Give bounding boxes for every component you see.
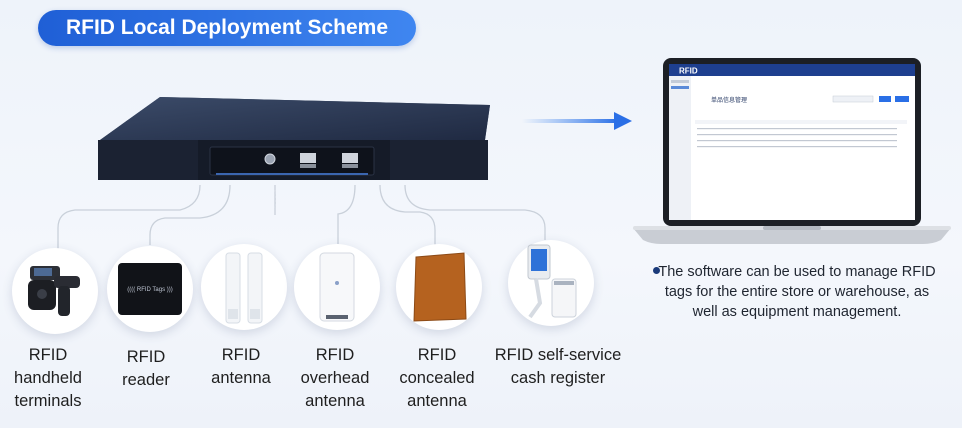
overhead-antenna-icon bbox=[319, 252, 355, 322]
device-label-concealed: RFID concealed antenna bbox=[377, 344, 497, 413]
cash-register-icon bbox=[527, 244, 577, 319]
server-box bbox=[98, 97, 490, 180]
arrow-right-icon bbox=[522, 112, 632, 130]
concealed-antenna-icon bbox=[413, 252, 467, 322]
label-line: reader bbox=[122, 371, 170, 389]
device-label-reader: RFID reader bbox=[86, 346, 206, 392]
overhead-antenna-image bbox=[294, 244, 380, 330]
device-label-antenna: RFID antenna bbox=[181, 344, 301, 390]
device-label-handheld: RFID handheld terminals bbox=[0, 344, 108, 413]
device-label-cash-register: RFID self-service cash register bbox=[488, 344, 628, 390]
label-line: overhead bbox=[300, 369, 370, 387]
laptop-screen: RFID 单品信息管理 bbox=[633, 58, 951, 244]
app-logo: RFID bbox=[679, 67, 698, 76]
reader-image: (((( RFID Tags ))) bbox=[107, 246, 193, 332]
label-line: RFID bbox=[221, 346, 261, 364]
label-line: antenna bbox=[305, 392, 365, 410]
reader-screen-text: (((( RFID Tags ))) bbox=[127, 287, 173, 293]
label-line: concealed bbox=[399, 369, 475, 387]
antenna-icon bbox=[225, 252, 263, 324]
label-line: terminals bbox=[14, 392, 82, 410]
label-line: antenna bbox=[211, 369, 271, 387]
label-line: RFID self-service bbox=[494, 346, 622, 364]
label-line: RFID bbox=[28, 346, 68, 364]
label-line: RFID bbox=[315, 346, 355, 364]
label-line: handheld bbox=[14, 369, 82, 387]
cash-register-image bbox=[508, 240, 594, 326]
handheld-terminal-icon bbox=[28, 266, 80, 316]
label-line: antenna bbox=[407, 392, 467, 410]
description-text: The software can be used to manage RFID … bbox=[658, 264, 936, 320]
label-line: RFID bbox=[126, 348, 166, 366]
device-label-overhead: RFID overhead antenna bbox=[275, 344, 395, 413]
bullet-icon bbox=[653, 267, 660, 274]
handheld-terminal-image bbox=[12, 248, 98, 334]
concealed-antenna-image bbox=[396, 244, 482, 330]
page-title: RFID Local Deployment Scheme bbox=[38, 10, 416, 46]
app-page-heading: 单品信息管理 bbox=[711, 96, 747, 104]
reader-icon: (((( RFID Tags ))) bbox=[118, 263, 182, 315]
label-line: cash register bbox=[510, 369, 606, 387]
antenna-image bbox=[201, 244, 287, 330]
label-line: RFID bbox=[417, 346, 457, 364]
